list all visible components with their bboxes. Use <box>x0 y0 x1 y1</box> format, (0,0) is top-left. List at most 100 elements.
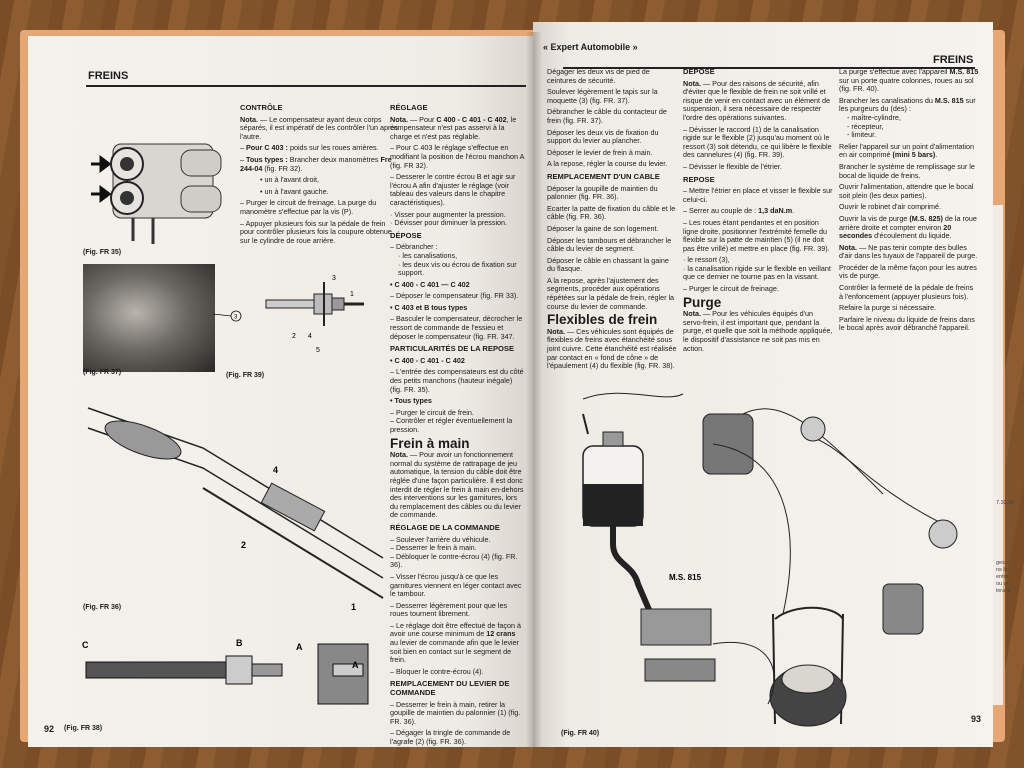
sub-avant-droit: • un à l'avant droit, <box>260 175 320 185</box>
para-desserrer-frein: – Desserrer le frein à main, retirer la … <box>390 699 521 726</box>
tool-ms815: M.S. 815 <box>949 67 979 76</box>
item-c403-label: Pour C 403 : <box>246 143 288 153</box>
fr39-label-1: 1 <box>350 291 354 298</box>
left-page: FREINS (Fig. FR 35) 3 (Fig. FR 37) <box>28 36 533 747</box>
para-pied-ceintures: Dégager les deux vis de pied de ceinture… <box>547 67 650 85</box>
nota-bulles: — Ne pas tenir compte des bulles d'air d… <box>839 242 978 261</box>
nota-flexibles: — Ces véhicules sont équipés de flexible… <box>547 326 677 371</box>
para-deposer-compensateur: – Déposer le compensateur (fig. FR 33). <box>390 291 519 301</box>
figure-fr35-compensator <box>91 143 222 244</box>
para-repose-segments: A la repose, après l'ajustement des segm… <box>547 275 675 311</box>
crans-value: 12 crans <box>486 629 516 639</box>
title-frein-a-main: Frein à main <box>390 435 470 451</box>
para-basculer: – Basculer le compensateur, décrocher le… <box>390 314 523 341</box>
duration-value: 20 secondes <box>839 222 952 241</box>
right-page: « Expert Automobile » FREINS Dégager les… <box>533 22 993 747</box>
para-purger: – Purger le circuit de freinage. La purg… <box>240 198 377 216</box>
nota-securite: — Pour des raisons de sécurité, afin d'é… <box>683 78 831 122</box>
heading-repose: REPOSE <box>683 174 715 184</box>
item-tous-types-text: Brancher deux manomètres <box>287 154 381 164</box>
para-visser-ecrou: – Visser l'écrou jusqu'à ce que les garn… <box>390 571 522 599</box>
fr39-label-5: 5 <box>316 347 320 354</box>
header-rule <box>86 85 526 87</box>
fr40-label-ms815: M.S. 815 <box>669 573 702 582</box>
figure-fr38-cable: C B A A <box>82 638 369 705</box>
para-purge-a: La purge s'effectue avec l'appareil <box>839 67 950 76</box>
nota-label: Nota. <box>683 309 701 319</box>
para-vis-purge-a: Ouvrir la vis de purge <box>839 213 910 223</box>
para-ouvrir-alimentation: Ouvrir l'alimentation, attendre que le b… <box>839 182 974 200</box>
heading-controle: CONTRÔLE <box>240 103 283 112</box>
fr39-label-2: 2 <box>292 333 296 340</box>
models-tous-types: • Tous types <box>390 396 432 406</box>
para-chassant: Déposer le câble en chassant la gaine du… <box>547 255 669 274</box>
para-reglage-course-c: au levier de commande afin que le levier… <box>390 638 520 665</box>
para-desserrer-legerement: – Desserrer légèrement pour que les roue… <box>390 600 508 619</box>
nota-models: C 400 - C 401 - C 402 <box>436 114 507 124</box>
fr36-label-4: 4 <box>273 465 278 475</box>
nota-purge: — Pour les véhicules équipés d'un servo-… <box>683 309 833 353</box>
caption-fr35: (Fig. FR 35) <box>83 249 122 256</box>
item-tool-ref: Fre 244-04 <box>240 154 392 173</box>
para-remplissage: Brancher le système de remplissage sur l… <box>839 161 975 180</box>
para-robinet: Ouvrir le robinet d'air comprimé. <box>839 202 942 212</box>
caption-fr37: (Fig. FR 37) <box>83 369 122 376</box>
heading-depose: DÉPOSE <box>390 230 422 240</box>
para-patte: Ecarter la patte de fixation du câble et… <box>547 203 676 222</box>
page-number-left: 92 <box>44 724 55 734</box>
fr39-label-4: 4 <box>308 333 312 340</box>
nota-label: Nota. <box>683 78 701 88</box>
title-purge: Purge <box>683 294 722 310</box>
para-purger-circuit: – Purger le circuit de freinage. <box>683 284 779 294</box>
page-header: FREINS <box>933 54 974 66</box>
para-mettre-etrier: – Mettre l'étrier en place et visser le … <box>683 186 833 204</box>
nota-label: Nota. <box>547 326 565 336</box>
nota-label: Nota. <box>390 114 408 124</box>
fr36-label-1: 1 <box>351 602 356 612</box>
column-controle: CONTRÔLE Nota. — Le compensateur ayant d… <box>240 100 400 248</box>
para-devisser-raccord: – Dévisser le raccord (1) de la canalisa… <box>683 124 832 160</box>
para-contacteur: Débrancher le câble du contacteur de fre… <box>547 107 667 125</box>
para-canalisations: · les canalisations, <box>398 250 458 260</box>
para-vis-ecrou: · les deux vis ou écrou de fixation sur … <box>398 259 517 278</box>
sub-avant-gauche: • un à l'avant gauche. <box>260 186 329 196</box>
nota-label: Nota. <box>240 114 258 124</box>
para-goupille: Déposer la goupille de maintien du palon… <box>547 183 658 202</box>
heading-particularites: PARTICULARITÉS DE LA REPOSE <box>390 344 515 354</box>
column-depose-repose: DÉPOSE Nota. — Pour des raisons de sécur… <box>683 67 833 356</box>
para-serrer-couple: – Serrer au couple de : <box>683 206 759 216</box>
open-manual: FREINS (Fig. FR 35) 3 (Fig. FR 37) <box>28 22 993 747</box>
fr38-label-c: C <box>82 640 89 650</box>
nota-text-c: , le compensateur n'est pas asservi à la… <box>390 114 517 141</box>
para-relier-a: Relier l'appareil sur un point d'aliment… <box>839 141 974 160</box>
para-refaire: Refaire la purge si nécessaire. <box>839 303 937 313</box>
para-serrer-end: . <box>792 206 795 216</box>
series-header: « Expert Automobile » <box>543 42 638 52</box>
nota-frein-main: — Pour avoir un fonctionnement normal du… <box>390 450 524 520</box>
item-tous-types-end: (fig. FR 32). <box>262 163 303 173</box>
tool-ms815: M.S. 815 <box>934 95 964 105</box>
para-vis-purge-e: d'écoulement du liquide. <box>872 231 952 241</box>
para-parfaire: Parfaire le niveau du liquide de freins … <box>839 314 975 333</box>
para-bloquer: – Bloquer le contre-écrou (4). <box>390 666 484 676</box>
title-flexibles: Flexibles de frein <box>547 312 658 328</box>
models-c400-c402: • C 400 - C 401 — C 402 <box>390 279 470 289</box>
figure-fr40-purge-equipment: M.S. 815 <box>582 392 958 727</box>
para-deposer-levier: Déposer le levier de frein à main. <box>547 147 653 157</box>
figure-fr39-flexible: 3 1 2 4 5 <box>265 275 364 354</box>
caption-fr36: (Fig. FR 36) <box>83 604 122 611</box>
fr38-label-b: B <box>236 638 243 648</box>
para-gaine: Déposer la gaine de son logement. <box>547 223 659 233</box>
para-vis-purge-c: de la roue arrière droite et compter env… <box>839 213 977 232</box>
fr38-label-a: A <box>296 642 303 652</box>
item-maitre-cylindre: - maître-cylindre, <box>847 112 901 122</box>
fr39-label-3: 3 <box>332 275 336 282</box>
para-reglage-1: – Pour C 403 le réglage s'effectue en mo… <box>390 143 525 170</box>
models-c403-b: • C 403 et B tous types <box>390 302 468 312</box>
para-meme-facon: Procéder de la même façon pour les autre… <box>839 262 977 281</box>
para-reglage-2: – Desserer le contre écrou B et agir sur… <box>390 172 516 207</box>
header-rule <box>563 67 975 69</box>
para-brancher-c: sur les purgeurs du (des) : <box>839 95 976 114</box>
fr37-label-3: 3 <box>234 315 238 321</box>
